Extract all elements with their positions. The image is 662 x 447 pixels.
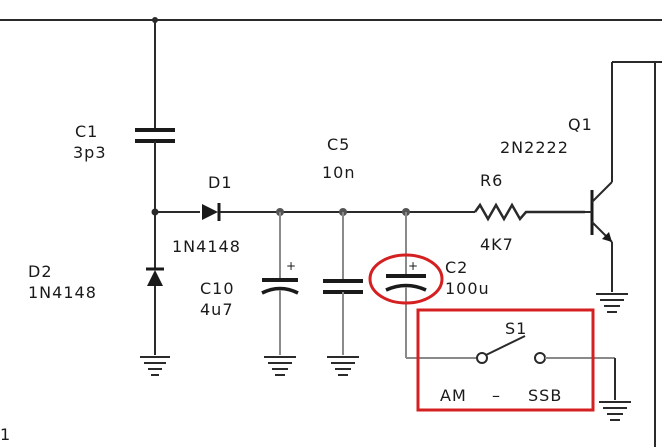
d2-part-label: 1N4148: [28, 283, 97, 302]
d2-ground-symbol: [140, 356, 170, 376]
q1-ref-label: Q1: [568, 115, 593, 134]
d2-ref-label: D2: [28, 262, 53, 281]
q1-transistor-symbol: [585, 61, 662, 447]
s1-ref-label: S1: [505, 319, 527, 338]
r6-value-label: 4K7: [480, 235, 514, 254]
c2-value-label: 100u: [445, 279, 490, 298]
c1-ref-label: C1: [75, 122, 98, 141]
c10-capacitor-symbol: [261, 212, 299, 355]
s1-ssb-label: SSB: [528, 386, 562, 405]
q1-part-label: 2N2222: [500, 138, 569, 157]
c5-value-label: 10n: [322, 163, 356, 182]
c1-junction-dot: [152, 17, 158, 23]
c10-ref-label: C10: [200, 279, 235, 298]
s1-switch-symbol: [406, 335, 616, 400]
s1-separator: –: [492, 386, 501, 405]
c10-value-label: 4u7: [200, 300, 234, 319]
q1-ground-symbol: [596, 293, 628, 313]
edge-mark: 1: [0, 425, 11, 444]
c2-polarity-mark: +: [408, 259, 419, 273]
d2-diode-symbol: [146, 212, 164, 355]
c1-value-label: 3p3: [73, 143, 107, 162]
c2-highlight-circle: [368, 253, 444, 305]
c10-ground-symbol: [264, 356, 296, 376]
c2-capacitor-symbol: [385, 212, 427, 358]
s1-am-label: AM: [440, 386, 467, 405]
c5-ref-label: C5: [327, 135, 350, 154]
s1-highlight-box: [416, 308, 595, 412]
c10-polarity-mark: +: [286, 259, 297, 273]
c5-capacitor-symbol: [323, 212, 363, 355]
d1-part-label: 1N4148: [172, 237, 241, 256]
c5-ground-symbol: [327, 356, 359, 376]
r6-resistor-symbol: [473, 202, 585, 222]
s1-ground-symbol: [599, 401, 631, 421]
d1-diode-symbol: [202, 203, 221, 221]
c1-capacitor-symbol: [135, 20, 175, 212]
r6-ref-label: R6: [480, 171, 503, 190]
c2-ref-label: C2: [445, 258, 468, 277]
d1-ref-label: D1: [208, 173, 233, 192]
